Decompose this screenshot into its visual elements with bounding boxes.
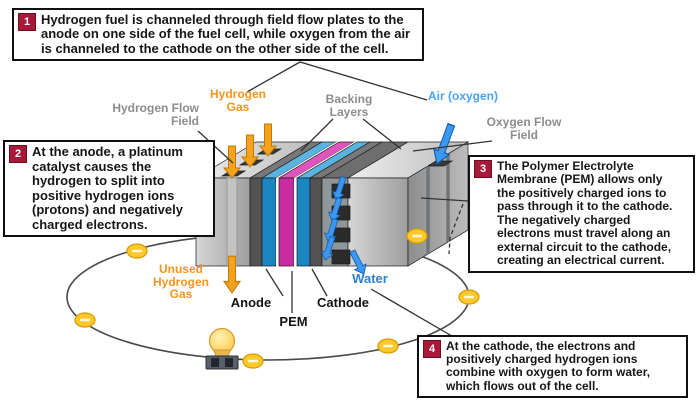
callout-1-pointer [246, 61, 428, 101]
callout-3-dashed-pointer [448, 203, 464, 255]
callout-text: At the anode, a platinum catalyst causes… [32, 144, 183, 232]
cathode-label: Cathode [317, 295, 369, 310]
pem-label: PEM [279, 314, 308, 329]
anode-layer-front [261, 177, 277, 267]
callout-text: At the cathode, the electrons and positi… [446, 339, 651, 393]
oxygen-flow-field-pointer [412, 140, 493, 152]
water-to-callout-4-pointer [370, 288, 458, 340]
water-label: Water [352, 271, 388, 286]
backing-layer-right-front [309, 177, 323, 267]
callout-number-badge: 2 [9, 145, 27, 163]
electron-icon [377, 338, 399, 354]
callout-text: Hydrogen fuel is channeled through field… [41, 12, 411, 56]
pem-layer-front [278, 177, 295, 267]
callout-box-1: 1 Hydrogen fuel is channeled through fie… [12, 8, 424, 61]
backing-layer-left-front [249, 177, 263, 267]
fuel-cell-stack [194, 141, 470, 267]
hydrogen-channel-groove [226, 177, 238, 267]
callout-number-badge: 1 [18, 13, 36, 31]
electron-icon [406, 228, 428, 244]
backing-layers-label: Backing Layers [325, 92, 373, 119]
callout-3-pointer [420, 197, 469, 202]
pointer-lines [197, 61, 493, 340]
air-inlet-slot [426, 160, 454, 167]
hydrogen-flow-field-pointer [197, 130, 234, 164]
callout-text: The Polymer Electrolyte Membrane (PEM) a… [497, 159, 673, 268]
hydrogen-gas-label: Hydrogen Gas [209, 87, 266, 114]
cathode-layer-front [296, 177, 311, 267]
callout-number-badge: 3 [474, 160, 492, 178]
oxygen-flow-field-plate-front [347, 177, 409, 267]
air-oxygen-label: Air (oxygen) [427, 89, 498, 103]
backing-layers-pointer-right [362, 118, 402, 150]
callout-box-3: 3 The Polymer Electrolyte Membrane (PEM)… [468, 155, 695, 273]
light-bulb-icon [205, 327, 239, 370]
oxygen-flow-field-label: Oxygen Flow Field [486, 115, 562, 142]
callout-box-2: 2 At the anode, a platinum catalyst caus… [3, 140, 215, 238]
anode-pointer [265, 268, 284, 297]
electron-icon [74, 312, 96, 328]
electron-icon [458, 289, 480, 305]
anode-label: Anode [230, 295, 272, 310]
backing-layers-pointer-left [300, 118, 334, 152]
cathode-pointer [311, 268, 328, 297]
callout-box-4: 4 At the cathode, the electrons and posi… [417, 335, 688, 398]
gap [294, 142, 357, 178]
hydrogen-flow-field-label: Hydrogen Flow Field [112, 101, 199, 128]
electron-icon [126, 243, 148, 259]
electron-icon [242, 353, 264, 369]
callout-number-badge: 4 [423, 340, 441, 358]
gap [276, 178, 279, 266]
gap [294, 178, 297, 266]
gap [276, 142, 339, 178]
unused-hydrogen-gas-label: Unused Hydrogen Gas [152, 262, 209, 302]
